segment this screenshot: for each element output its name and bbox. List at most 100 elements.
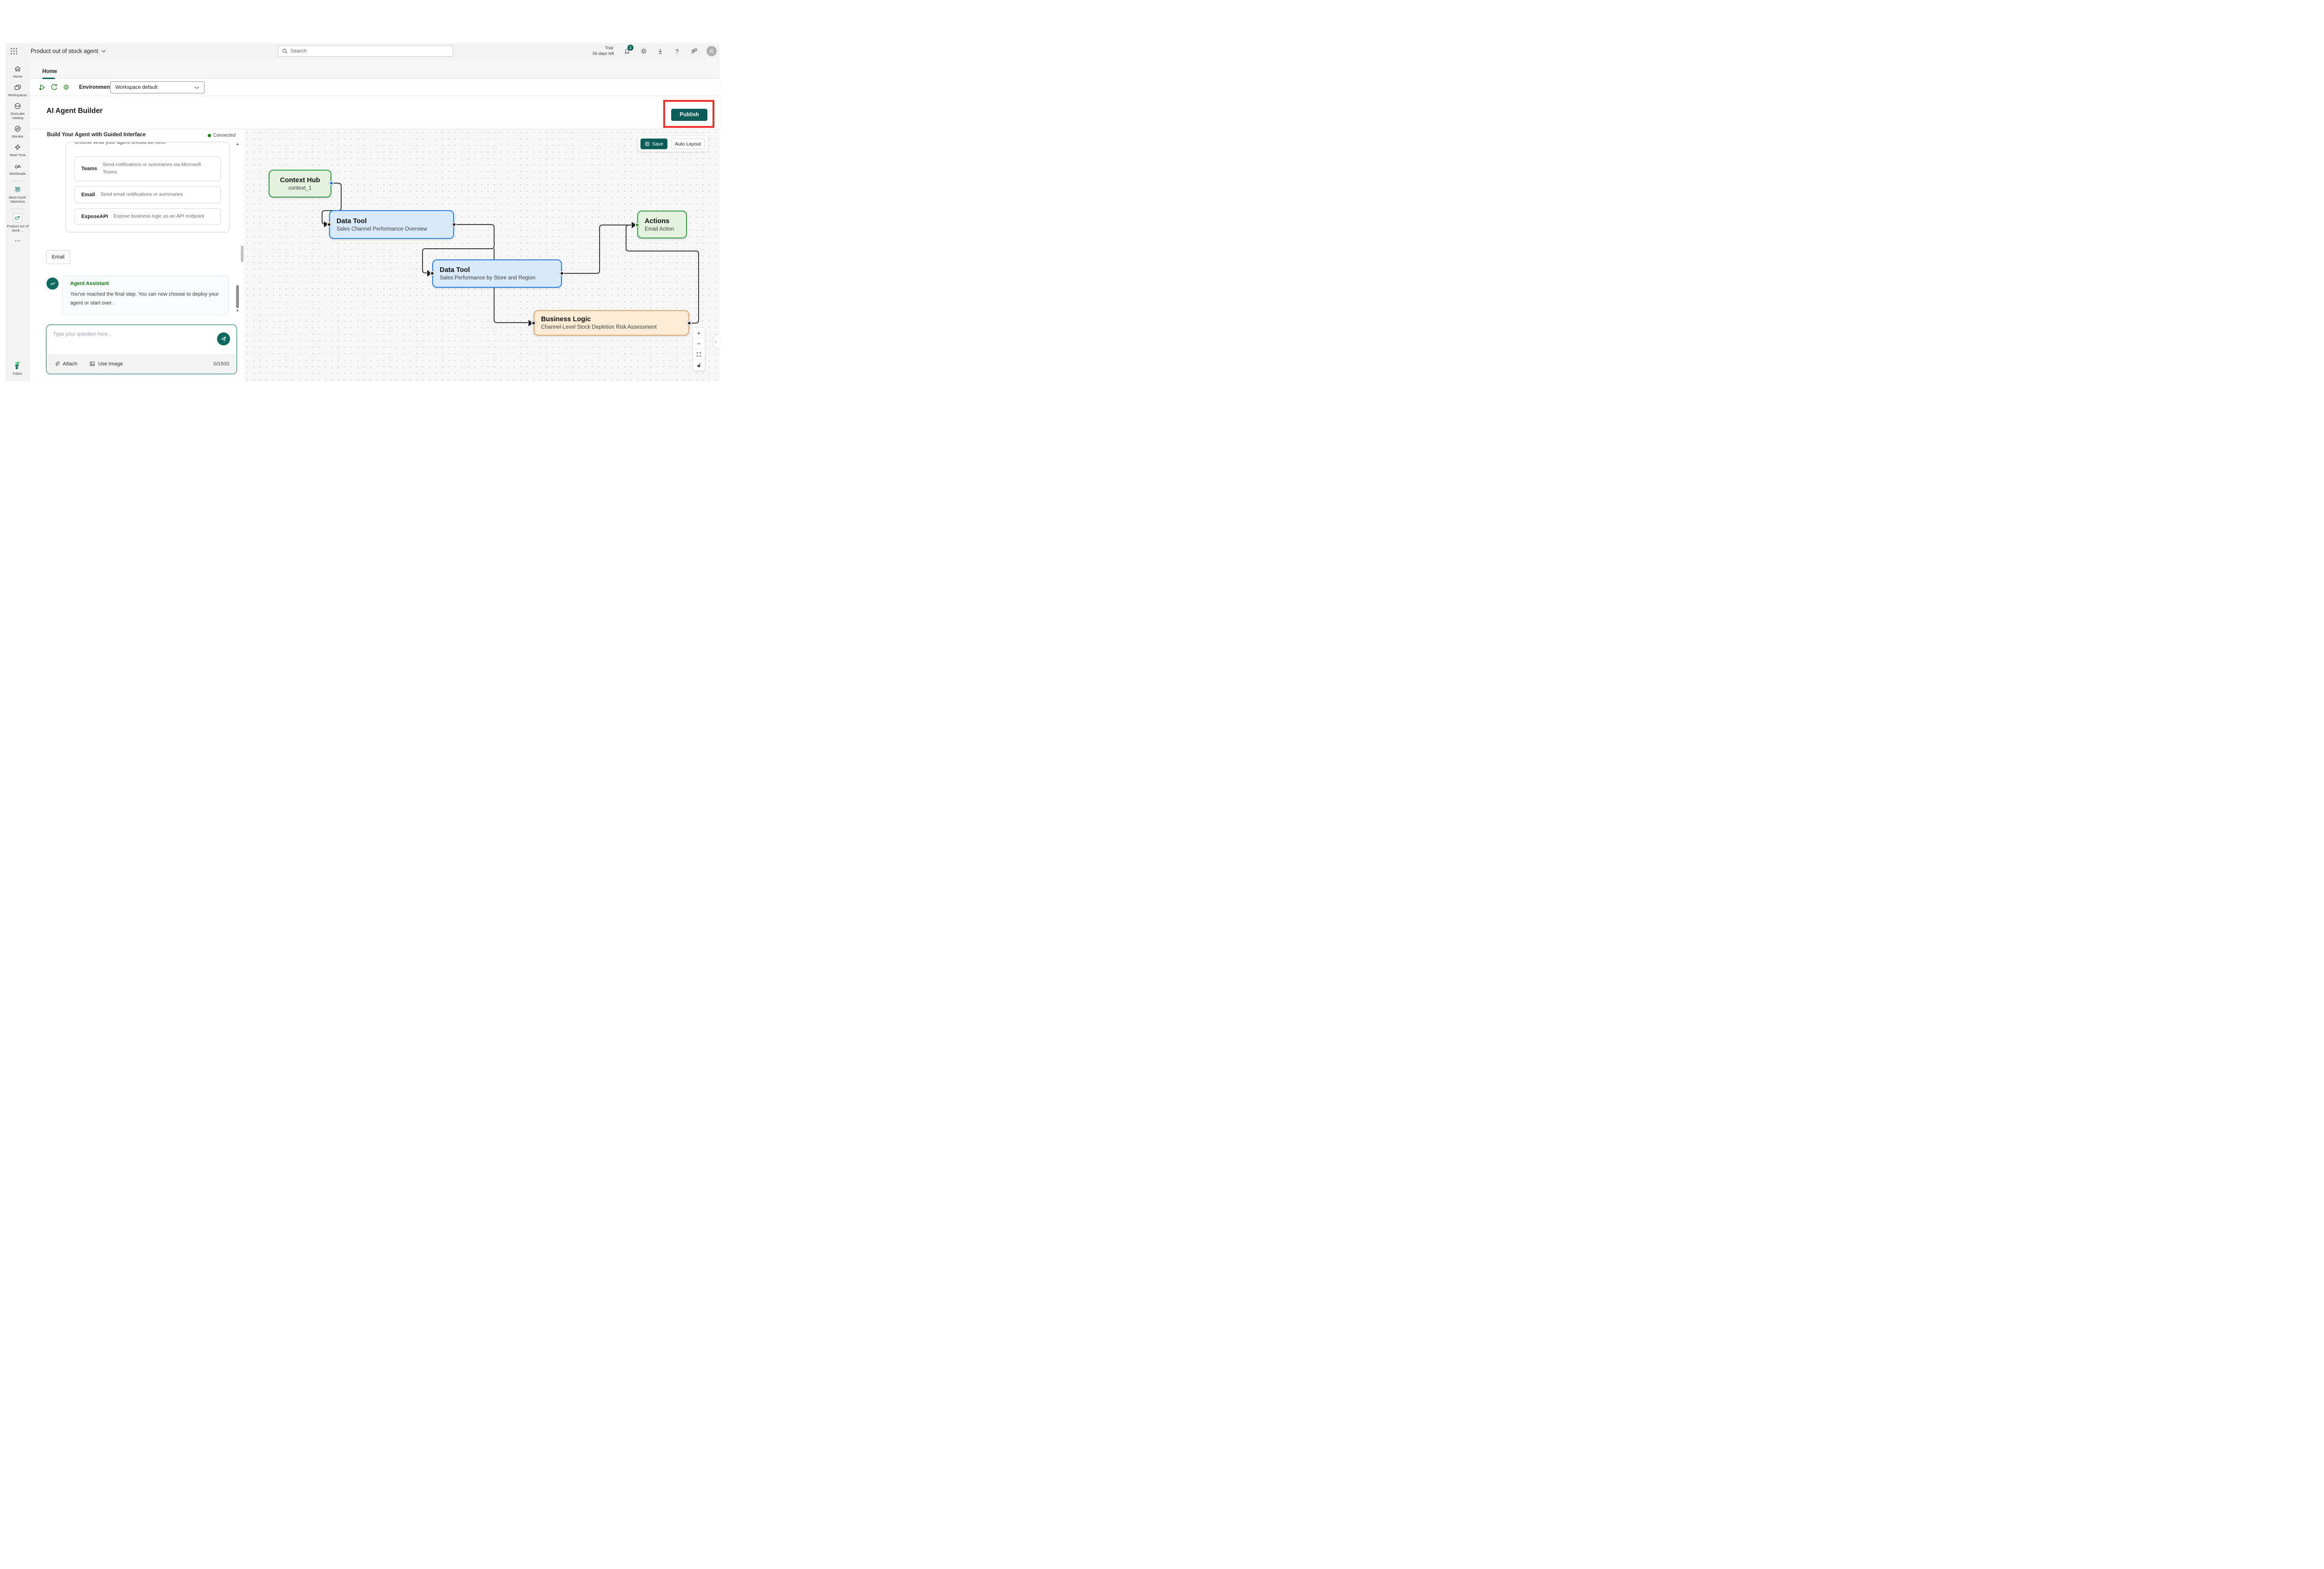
step-intro-text: Choose what your agent should do next. [74,142,166,145]
lock-open-icon [697,363,701,367]
sidebar-item-product-out-of-stock[interactable]: Product out of stock ... [6,213,29,232]
tab-home[interactable]: Home [36,64,63,79]
feedback-button[interactable] [690,47,698,55]
help-button[interactable]: ? [673,47,681,55]
node-actions[interactable]: Actions Email Action [637,211,687,238]
port-actions-in[interactable] [635,223,640,227]
page-title: AI Agent Builder [46,107,103,115]
port-business-logic-out[interactable] [687,321,692,325]
port-data-tool-1-in[interactable] [327,222,331,227]
scroll-up-icon[interactable]: ▲ [236,142,239,146]
agent-flow-canvas[interactable]: Context Hub context_1 Data Tool Sales Ch… [244,129,720,381]
refresh-button[interactable] [50,83,59,92]
edge-businesslogic-actions [626,225,699,324]
download-icon [658,48,662,54]
bell-icon [624,49,630,54]
save-button[interactable]: Save [640,139,667,149]
char-counter: 0/1500 [213,361,229,367]
app-launcher-icon[interactable] [10,47,18,55]
panel-outer-scrollbar-thumb[interactable] [241,245,244,262]
sidebar-item-onelake-catalog[interactable]: OneLake catalog [6,102,29,120]
node-data-tool-2[interactable]: Data Tool Sales Performance by Store and… [432,259,562,288]
option-card-exposeapi[interactable]: ExposeAPI Expose business logic as an AP… [74,208,221,225]
sidebar-item-real-time[interactable]: Real-Time [6,143,29,157]
zoom-out-button[interactable]: − [693,338,705,349]
sidebar-item-fabric-brand[interactable]: Fabric [6,361,29,376]
port-data-tool-1-out[interactable] [452,222,456,227]
run-button[interactable] [38,83,46,92]
sidebar-item-workloads[interactable]: Workloads [6,162,29,176]
scroll-down-icon[interactable]: ▼ [236,309,239,313]
ellipsis-icon: ... [14,237,21,243]
option-card-teams[interactable]: Teams Send notifications or summaries vi… [74,156,221,181]
run-icon [39,84,45,91]
auto-layout-button[interactable]: Auto Layout [670,139,705,149]
port-context-hub-out[interactable] [329,181,334,185]
people-icon [14,187,21,192]
fit-view-button[interactable] [693,349,705,360]
screenshot-stage: Product out of stock agent Trial: 56 day… [0,0,725,408]
download-button[interactable] [656,47,664,55]
assistant-message-card: Agent Assistant You've reached the final… [62,276,229,315]
port-business-logic-in[interactable] [531,321,536,325]
assistant-message: You've reached the final step. You can n… [70,291,219,306]
lock-button[interactable] [693,360,705,371]
notification-badge: 1 [627,44,634,51]
gear-icon [63,84,69,90]
edge-datatool1-datatool2 [422,224,495,273]
sidebar-item-home[interactable]: Home [6,65,29,79]
left-nav-rail: Home Workspaces OneLake catalog Monitor … [6,59,30,381]
agent-settings-button[interactable] [62,83,71,92]
sidebar-item-monitor[interactable]: Monitor [6,125,29,139]
agent-title-dropdown[interactable]: Product out of stock agent [31,43,106,59]
search-input[interactable] [290,48,449,54]
workspaces-icon [14,85,21,90]
help-icon: ? [675,47,679,55]
fabric-logo-icon [15,361,20,370]
feedback-icon [691,48,697,54]
chevron-down-icon [194,86,199,89]
option-card-email[interactable]: Email Send email notifications or summar… [74,186,221,203]
settings-button[interactable] [640,47,647,55]
arrowhead-icon [632,222,636,228]
question-input[interactable] [53,330,183,339]
fabric-app-window: Product out of stock agent Trial: 56 day… [6,43,720,381]
send-icon [221,336,226,342]
use-image-button[interactable]: Use Image [89,361,123,367]
publish-button[interactable]: Publish [671,109,707,121]
panel-inner-scrollbar[interactable]: ▲ ▼ [235,142,240,313]
port-data-tool-2-in[interactable] [430,271,435,276]
account-avatar[interactable] [706,46,717,56]
sidebar-item-workspaces[interactable]: Workspaces [6,83,29,97]
search-icon [282,48,288,54]
monitor-icon [14,126,21,132]
port-data-tool-2-out[interactable] [560,271,564,276]
notifications-button[interactable]: 1 [623,44,634,55]
connection-status: Connected [207,133,236,138]
tab-bar: Home [30,59,720,79]
scrollbar-thumb[interactable] [236,285,239,308]
sidebar-item-workspace-current[interactable]: dwon-lucid-fabrictest [6,185,29,204]
fit-view-icon [697,352,701,357]
edge-datatool1-businesslogic [494,249,528,323]
zoom-in-button[interactable]: + [693,328,705,338]
canvas-zoom-controls: + − [693,328,705,371]
guided-interface-panel: Build Your Agent with Guided Interface C… [30,129,244,381]
node-context-hub[interactable]: Context Hub context_1 [269,170,331,198]
workloads-icon [15,165,21,169]
save-icon [645,142,649,146]
real-time-icon [15,144,20,150]
selected-option-chip[interactable]: Email [46,250,70,264]
send-button[interactable] [217,332,230,345]
edge-datatool2-actions [562,225,631,274]
node-data-tool-1[interactable]: Data Tool Sales Channel Performance Over… [329,210,454,239]
refresh-icon [51,84,57,90]
agent-title: Product out of stock agent [31,48,99,54]
main-area: Home Environment Workspace default [30,59,720,381]
top-bar: Product out of stock agent Trial: 56 day… [6,43,720,59]
environment-select[interactable]: Workspace default [110,81,205,93]
agent-item-icon [13,213,22,223]
node-business-logic[interactable]: Business Logic Channel-Level Stock Deple… [534,310,689,336]
attach-button[interactable]: Attach [54,361,77,367]
sidebar-more-button[interactable]: ... [6,237,29,243]
